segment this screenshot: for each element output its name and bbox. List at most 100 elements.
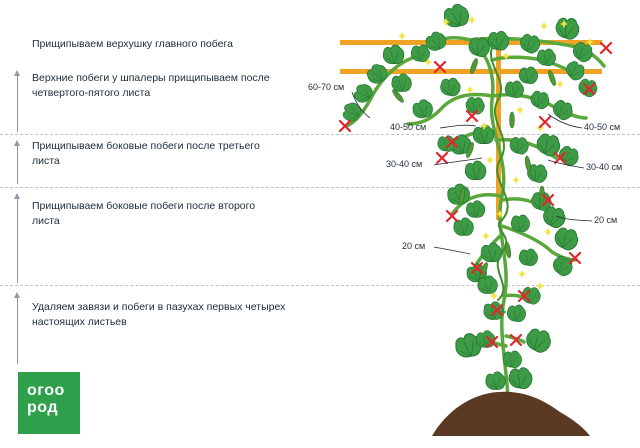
leaf-blade [566,61,585,81]
measurement-right-upper: 40-50 см [584,122,621,132]
step-side-shoots-second-leaf: Прищипываем боковые побеги после второго… [32,200,256,227]
twine-segment [490,43,509,221]
leaf-vein [471,42,485,56]
pinch-cross-mark [485,335,499,349]
measurement-left-lower: 20 см [402,241,426,251]
logo-line-1: огоо [27,382,65,399]
pinch-cross-mark [509,333,523,347]
flower [560,20,568,28]
leaf-blade [552,256,573,277]
pinch-cross-mark [433,60,447,74]
leaf-blade [508,367,533,389]
leaf-blade [504,80,524,98]
leaf [464,160,487,181]
logo-line-2: род [27,399,58,416]
pinch-cross-mark [490,303,504,317]
leaf [391,73,412,92]
growth-arrow-line [17,76,18,132]
leaf [530,90,550,110]
leaf [543,206,566,229]
leaf [520,33,540,54]
leaf [480,242,503,263]
leaf-blade [555,17,580,40]
leaf-blade [440,77,461,97]
leaf-vein [539,139,555,154]
stem-segment [450,193,502,216]
leaf-vein [443,83,456,96]
leaf-blade [518,248,538,266]
flower [442,18,450,26]
leaf [526,328,551,353]
leaf [509,137,529,155]
leaf [444,3,469,28]
leaf-vein [430,37,440,50]
flower [468,16,476,24]
stem-segment [406,92,494,126]
leaf-vein [394,79,407,92]
step-upper-shoots: Верхние побеги у шпалеры прищипываем пос… [32,72,270,99]
leaf-vein [359,88,370,101]
leaf-blade [536,133,561,157]
pinch-marks [338,41,613,349]
leaf-blade [536,48,556,66]
leaf-vein [507,85,520,98]
leaf-vein [413,49,426,62]
pinch-cross-mark [568,251,582,265]
flower [540,22,548,30]
leaf [506,304,526,322]
leaf [412,99,433,119]
leaf [518,248,538,266]
measurement-right-lower: 20 см [594,215,618,225]
flower [482,232,490,240]
growth-arrow-line [17,146,18,184]
cucumber-fruit [458,187,466,205]
pinch-cross-mark [465,109,479,123]
leaf-vein [512,141,525,154]
leaf-vein [532,95,545,108]
leaf-blade [510,214,530,232]
pinch-cross-mark [553,151,567,165]
leaf [504,80,524,98]
leaf-vein [522,39,536,52]
leaf [468,37,490,58]
measurement-leaders [351,91,593,255]
leaf-blade [552,100,573,121]
leaf [342,102,362,122]
flower [480,122,488,130]
leaf-blade [518,66,538,84]
leaf-vein [568,66,580,77]
cucumber-fruit [539,185,545,203]
leaf-vein [529,169,543,182]
leaf [552,100,573,121]
leaf-blade [530,90,550,110]
leaf-vein [456,223,469,236]
pinch-cross-mark [445,209,459,223]
leaf-vein [529,335,546,351]
flower [398,32,406,40]
leaf-blade [509,137,529,155]
leaf [465,97,485,115]
flower [516,106,524,114]
stem-segment [344,56,414,128]
leaf-blade [366,64,388,84]
pinch-cross-mark [470,261,484,275]
pinch-cross-mark [599,41,613,55]
measurement-right-middle: 30-40 см [586,162,623,172]
cucumber-fruit [509,111,515,129]
leaf-blade [353,84,373,103]
flower [486,156,494,164]
zone-divider [0,134,640,135]
leaf-vein [468,101,481,114]
pinch-cross-mark [435,151,449,165]
leaf-vein [416,105,427,118]
growth-arrow-line [17,298,18,364]
leaf-blade [543,206,566,229]
leaf-vein [555,105,568,118]
leaf-vein [490,36,504,50]
leaf [536,48,556,66]
leaf-vein [545,212,561,226]
leaf-vein [469,206,480,218]
leaf-vein [480,281,493,294]
pinch-cross-mark [541,193,555,207]
leaf-blade [572,42,593,63]
